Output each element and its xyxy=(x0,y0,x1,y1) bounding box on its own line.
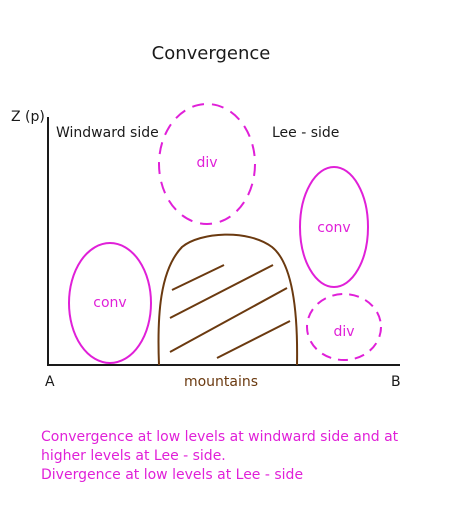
windward-side-label: Windward side xyxy=(56,125,159,141)
y-axis-label: Z (p) xyxy=(11,109,45,125)
windward-convergence-label: conv xyxy=(93,295,126,311)
caption-line: higher levels at Lee - side. xyxy=(41,448,226,464)
caption-line: Convergence at low levels at windward si… xyxy=(41,429,399,445)
point-b-label: B xyxy=(391,374,401,390)
lee-divergence-ellipse xyxy=(306,293,382,361)
diagram-title: Convergence xyxy=(152,43,271,64)
lee-side-label: Lee - side xyxy=(272,125,339,141)
mountain-hatch-line xyxy=(169,287,288,353)
lee-convergence-label: conv xyxy=(317,220,350,236)
mountain-hatch-line xyxy=(216,320,291,359)
mountain-outline xyxy=(157,233,299,366)
point-a-label: A xyxy=(45,374,55,390)
mountain-hatch-line xyxy=(169,264,274,319)
mountain-hatch-line xyxy=(171,264,225,291)
windward-divergence-label: div xyxy=(196,155,217,171)
windward-convergence-ellipse xyxy=(68,242,152,364)
lee-convergence-ellipse xyxy=(299,166,369,288)
caption-line: Divergence at low levels at Lee - side xyxy=(41,467,304,483)
mountain-label: mountains xyxy=(184,374,258,390)
caption: Convergence at low levels at windward si… xyxy=(41,428,441,485)
lee-divergence-label: div xyxy=(333,324,354,340)
windward-divergence-ellipse xyxy=(158,103,256,225)
mountain xyxy=(157,233,299,366)
